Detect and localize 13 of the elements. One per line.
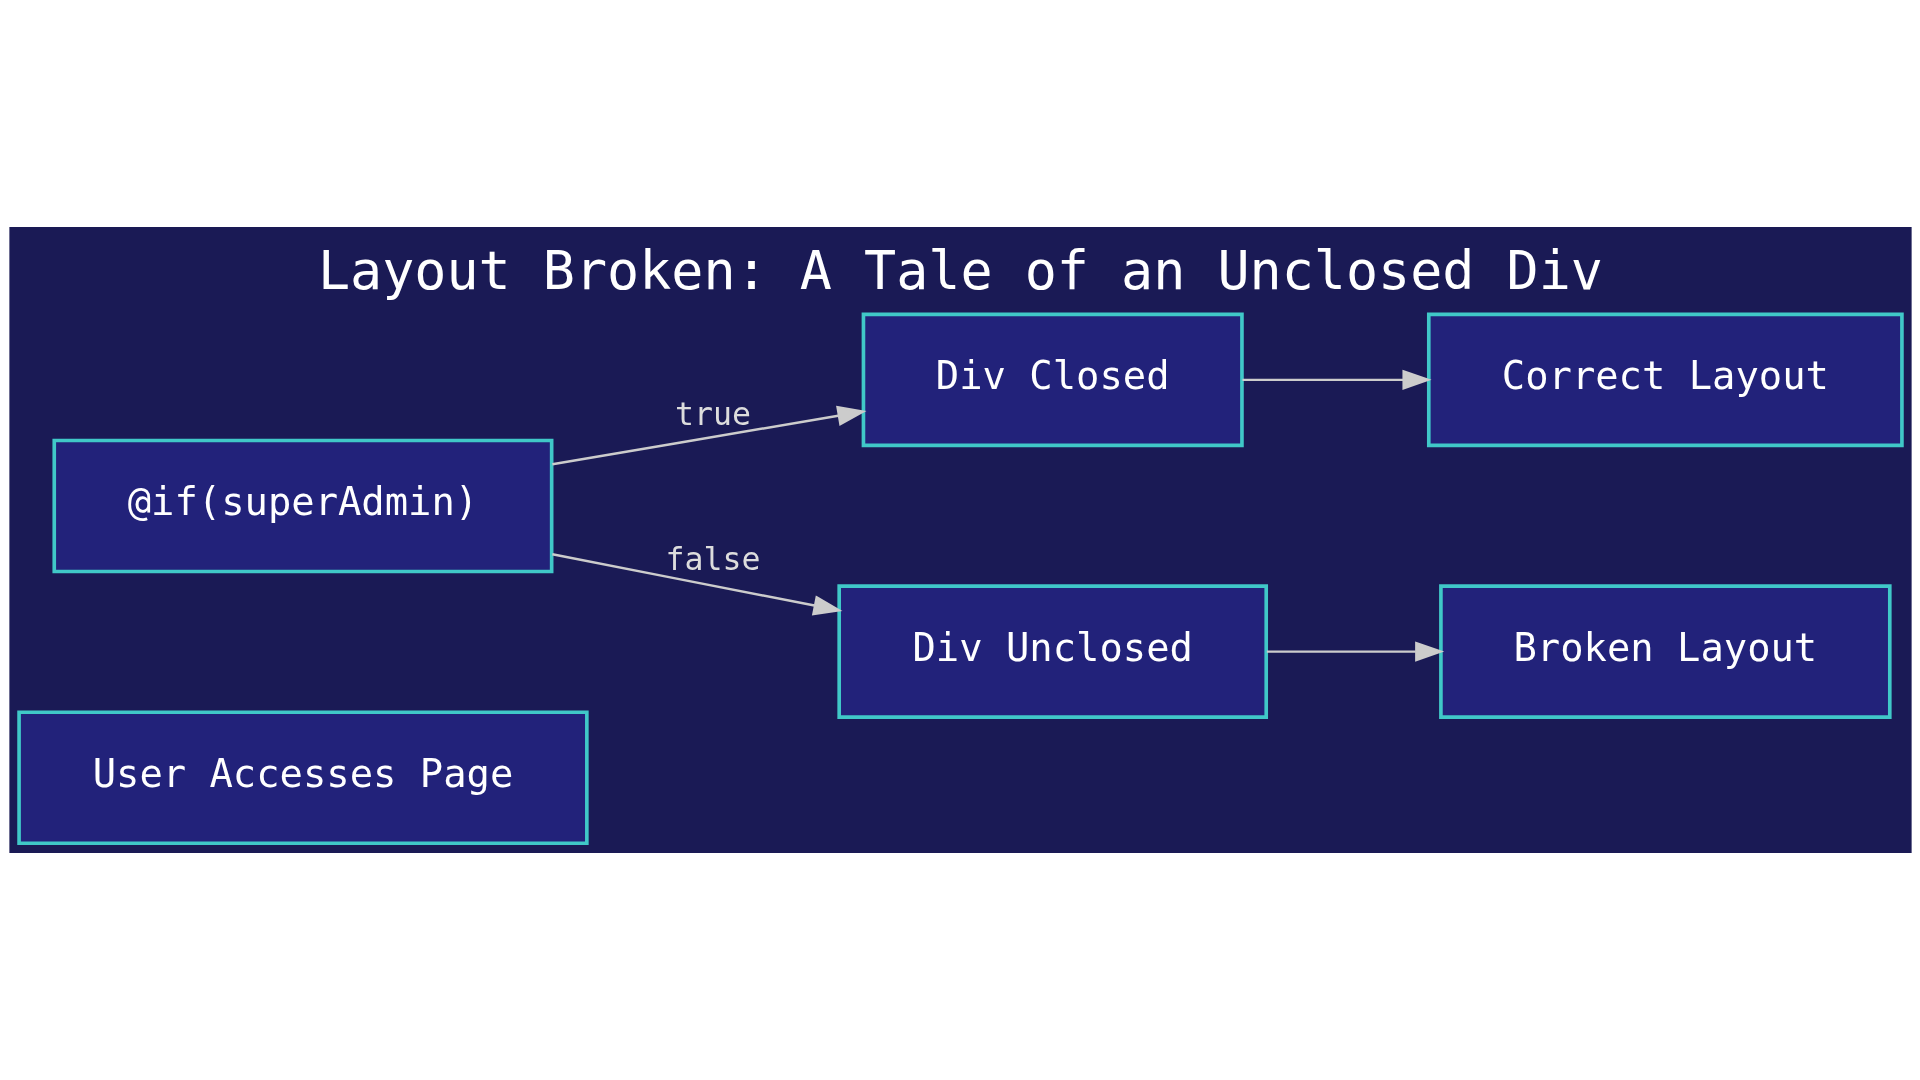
arrow xyxy=(551,553,842,616)
node-box: Correct Layout xyxy=(1426,312,1904,448)
node-box: Broken Layout xyxy=(1438,584,1892,719)
arrow xyxy=(1241,369,1432,391)
diagram-title: Layout Broken: A Tale of an Unclosed Div xyxy=(317,239,1603,303)
node-box: Div Closed xyxy=(861,312,1244,448)
node-box: Div Unclosed xyxy=(836,584,1268,719)
edge-label: false xyxy=(665,541,760,578)
node-box: @if(superAdmin) xyxy=(51,438,553,574)
node-box: User Accesses Page xyxy=(16,710,589,846)
edge-label: true xyxy=(674,395,751,432)
arrow xyxy=(551,405,866,466)
arrow xyxy=(1266,641,1444,662)
